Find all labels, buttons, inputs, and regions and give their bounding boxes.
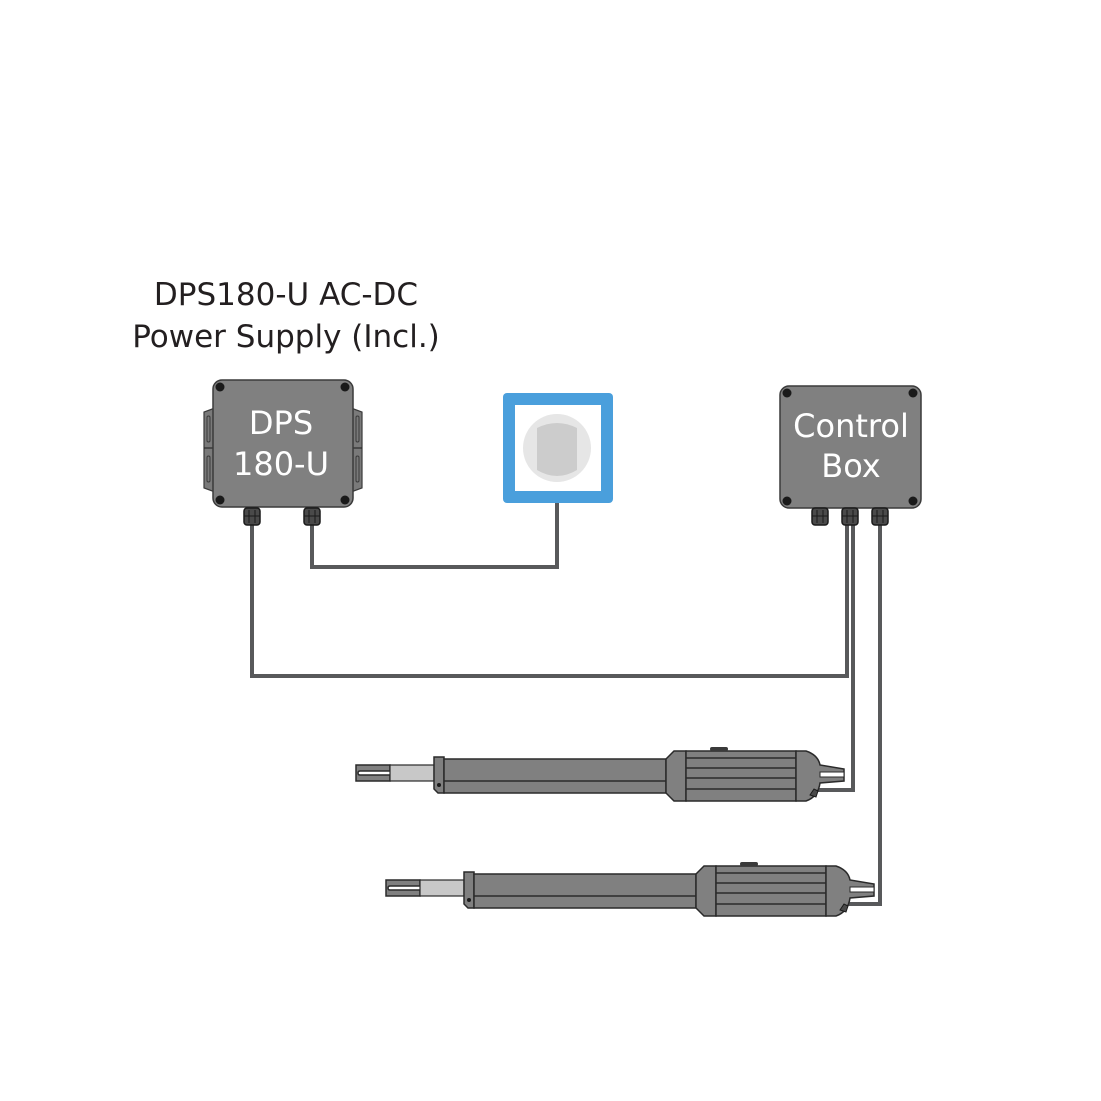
linear-actuator-icon	[355, 746, 845, 802]
cable-gland-icon	[841, 507, 859, 526]
screw-icon	[782, 496, 792, 506]
control-box-label-line-1: Control	[793, 407, 909, 445]
title-line-2: Power Supply (Incl.)	[132, 319, 440, 355]
cables	[250, 475, 882, 906]
screw-icon	[215, 382, 225, 392]
cable-control-box-to-actuator-2	[843, 525, 882, 906]
cable-gland-icon	[871, 507, 889, 526]
plug-icon	[537, 423, 577, 476]
power-supply-label-line-1: DPS	[249, 404, 313, 442]
power-supply-unit: DPS 180-U	[203, 379, 363, 526]
cable-gland-icon	[811, 507, 829, 526]
screw-icon	[340, 495, 350, 505]
cable-gland-icon	[243, 507, 261, 526]
cable-gland-icon	[303, 507, 321, 526]
screw-icon	[908, 496, 918, 506]
screw-icon	[340, 382, 350, 392]
screw-icon	[782, 388, 792, 398]
control-box-label-line-2: Box	[821, 447, 880, 485]
screw-icon	[215, 495, 225, 505]
linear-actuator-icon	[385, 861, 875, 917]
title-line-1: DPS180-U AC-DC	[154, 277, 418, 313]
screw-icon	[908, 388, 918, 398]
power-supply-label-line-2: 180-U	[233, 445, 329, 483]
cable-control-box-to-actuator-1	[813, 525, 855, 792]
cable-psu-to-control-box	[250, 525, 849, 678]
power-supply-box	[212, 379, 354, 508]
control-box: Control Box	[779, 385, 922, 526]
cable-psu-to-outlet	[310, 475, 559, 569]
wall-socket-icon	[503, 393, 613, 503]
